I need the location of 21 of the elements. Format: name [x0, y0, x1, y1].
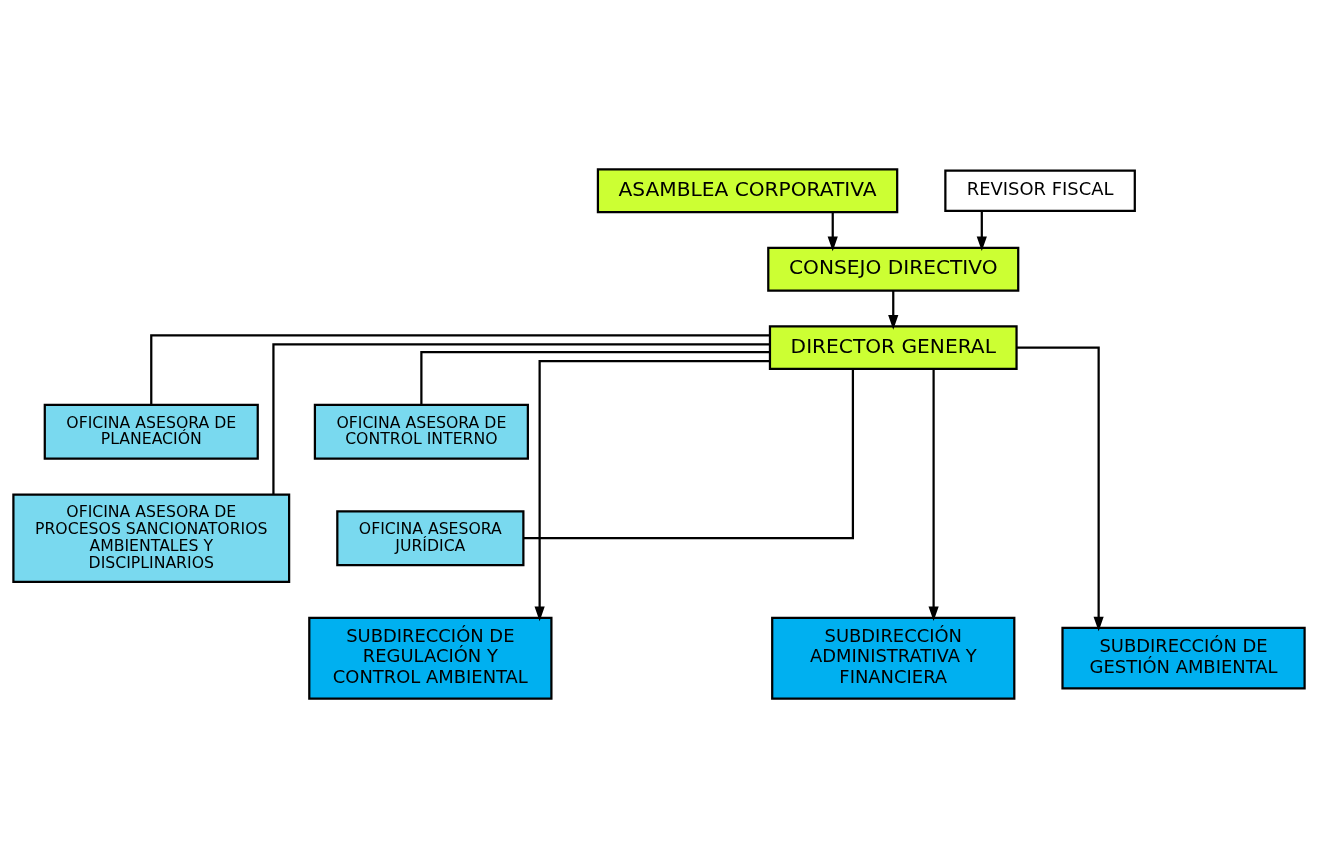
node-box: OFICINA ASESORA DE PLANEACIÓN — [43, 403, 259, 460]
node-box: DIRECTOR GENERAL — [768, 324, 1018, 370]
node-box: REVISOR FISCAL — [944, 169, 1136, 212]
node-box: OFICINA ASESORA JURÍDICA — [336, 509, 525, 566]
connector — [523, 368, 854, 539]
node-box: SUBDIRECCIÓN ADMINISTRATIVA Y FINANCIERA — [771, 616, 1016, 700]
arrow — [1016, 346, 1104, 631]
arrow — [976, 210, 987, 251]
node-box: ASAMBLEA CORPORATIVA — [596, 167, 899, 213]
arrow — [827, 211, 838, 251]
arrow — [928, 368, 939, 621]
connector — [420, 350, 770, 405]
node-box: SUBDIRECCIÓN DE REGULACIÓN Y CONTROL AMBIENTAL — [308, 616, 553, 700]
arrow — [888, 290, 899, 330]
node-box: OFICINA ASESORA DE CONTROL INTERNO — [313, 403, 529, 460]
node-box: CONSEJO DIRECTIVO — [767, 246, 1020, 292]
connector — [150, 333, 770, 404]
arrow — [534, 359, 770, 621]
node-box: SUBDIRECCIÓN DE GESTIÓN AMBIENTAL — [1061, 626, 1306, 690]
node-box: OFICINA ASESORA DE PROCESOS SANCIONATORIOS AMBIENTALES Y DISCIPLINARIOS — [12, 492, 291, 583]
connector — [272, 342, 770, 494]
